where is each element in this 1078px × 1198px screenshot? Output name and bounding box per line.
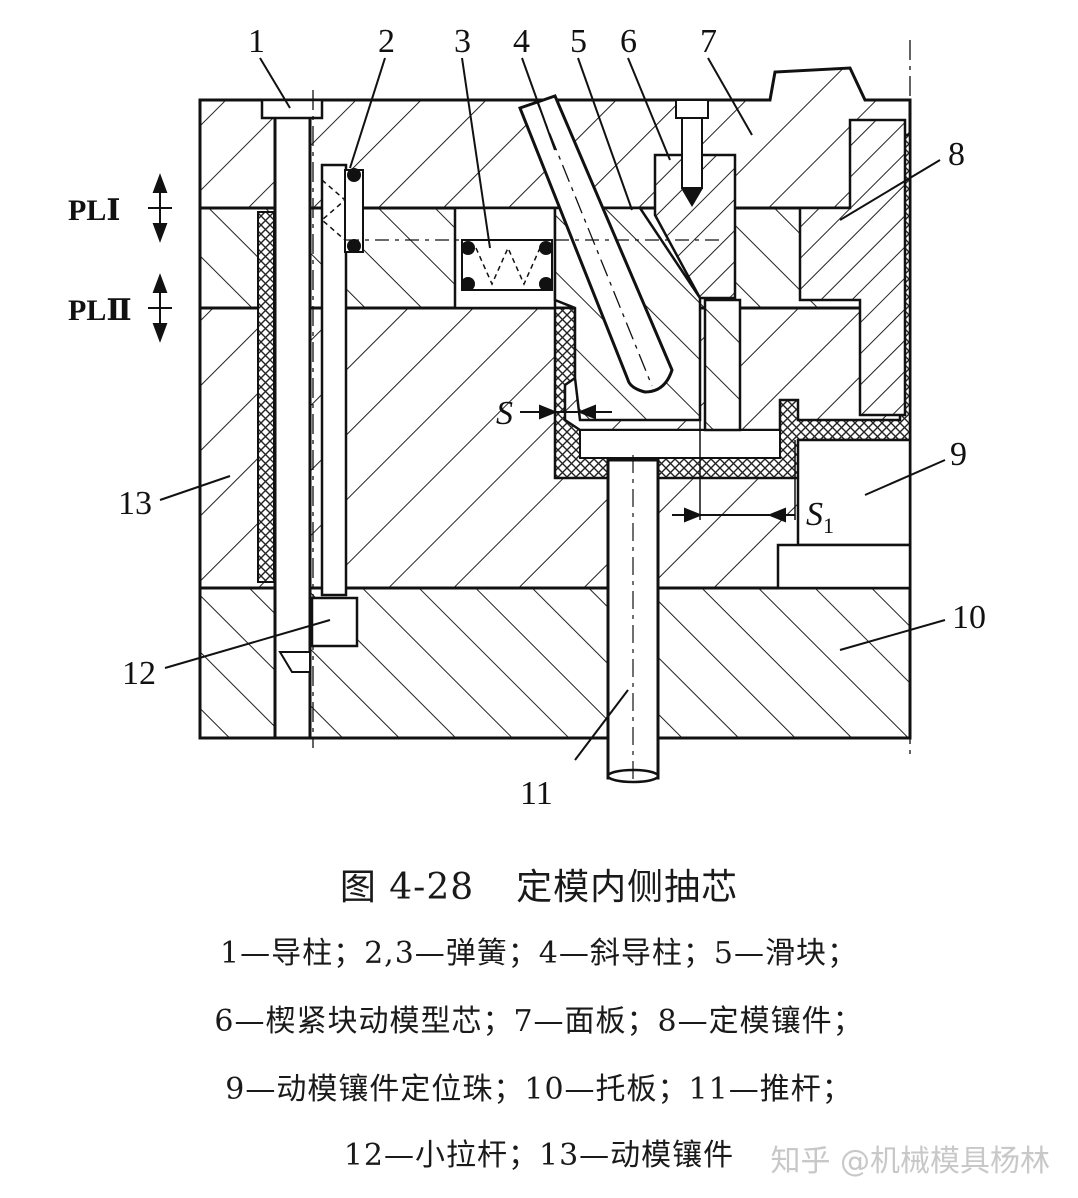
legend-line-4: 12—小拉杆；13—动模镶件: [343, 1138, 735, 1173]
label-5: 5: [570, 23, 587, 60]
label-8: 8: [948, 136, 965, 173]
core-block: [703, 298, 742, 432]
label-s1: S1: [806, 496, 834, 538]
fixed-insert: [798, 118, 907, 417]
label-pl2: PLⅡ: [68, 294, 132, 327]
figure-title: 图 4-28 定模内侧抽芯: [0, 858, 1078, 910]
part-inner-cavity: [579, 429, 781, 459]
pl2-arrow: [148, 273, 172, 343]
pull-rod: [320, 163, 348, 597]
pull-rod-head: [310, 596, 359, 648]
label-6: 6: [620, 23, 637, 60]
pull-rod-tip: [278, 651, 311, 673]
watermark: 知乎 @机械模具杨林: [770, 1144, 1050, 1179]
angle-pin: [518, 94, 674, 394]
label-2: 2: [378, 23, 395, 60]
guide-bushing: [257, 211, 275, 583]
figure-caption: 定模内侧抽芯: [516, 867, 739, 908]
label-pl1: PLⅠ: [68, 194, 120, 227]
screw: [675, 99, 709, 207]
label-9: 9: [950, 436, 967, 473]
s1-dimension: [672, 507, 795, 523]
pl1-arrow: [148, 173, 172, 243]
legend-line-3: 9—动模镶件定位珠；10—托板；11—推杆；: [225, 1072, 853, 1107]
s-dimension: [520, 404, 612, 420]
positioning-bead-pocket: [796, 438, 912, 547]
label-13: 13: [118, 485, 152, 522]
guide-pillar: [273, 98, 312, 740]
guide-pillar-head: [260, 98, 324, 120]
legend-line-2: 6—楔紧块动模型芯；7—面板；8—定模镶件；: [214, 1004, 864, 1039]
label-11: 11: [520, 775, 553, 812]
label-s: S: [496, 395, 513, 432]
figure-number: 图 4-28: [339, 867, 475, 908]
label-10: 10: [952, 599, 986, 636]
mold-section-drawing: 1 2 3 4 5 6 7 8 9 10 11 12 13 PLⅠ PLⅡ S …: [68, 23, 986, 812]
label-4: 4: [513, 23, 530, 60]
spring-2: [320, 168, 364, 253]
label-1: 1: [248, 23, 265, 60]
label-7: 7: [700, 23, 717, 60]
label-3: 3: [454, 23, 471, 60]
legend-line-1: 1—导柱；2,3—弹簧；4—斜导柱；5—滑块；: [220, 936, 858, 971]
wedge-block: [653, 153, 737, 300]
spring-3: [461, 239, 553, 291]
label-12: 12: [122, 655, 156, 692]
